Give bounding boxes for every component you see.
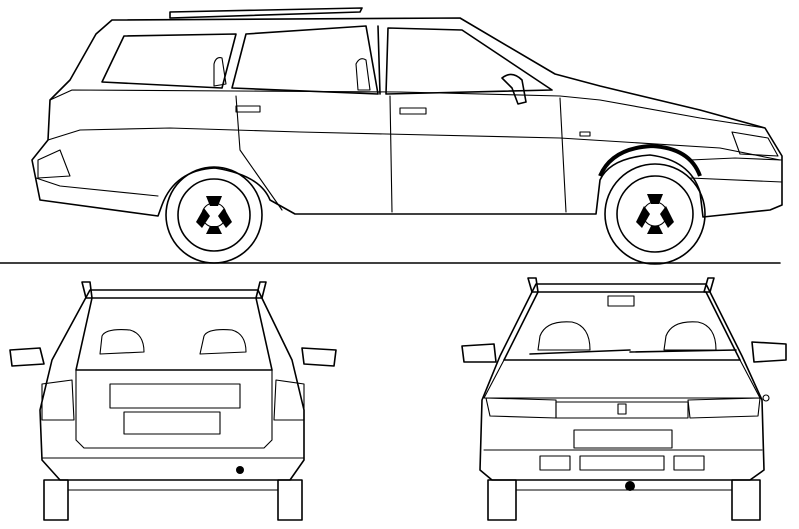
wiper-left: [529, 349, 631, 355]
rear-light-right: [273, 379, 305, 421]
rear-light: [37, 149, 71, 179]
side-repeater: [579, 131, 591, 137]
headlight: [731, 131, 779, 157]
front-body-outline: [479, 283, 765, 481]
license-plate-rear: [123, 411, 221, 435]
headlight-right: [687, 397, 761, 419]
front-wheel: [604, 163, 706, 265]
rear-wheel: [165, 166, 263, 264]
front-door-window: [385, 27, 553, 95]
fog-light-right: [673, 455, 705, 471]
front-badge: [617, 403, 627, 415]
front-door-rear-edge: [559, 97, 567, 213]
rear-door-handle: [235, 105, 261, 113]
rear-view: [9, 281, 337, 521]
rear-headrest-left: [99, 329, 145, 355]
rear-window: [75, 297, 273, 371]
side-view: [0, 7, 783, 265]
tailgate: [75, 369, 273, 449]
side-marker-right: [762, 394, 770, 402]
rear-headrest: [213, 57, 227, 87]
hood: [483, 359, 761, 399]
front-bumper-line: [689, 157, 783, 161]
front-headrest-right: [663, 321, 717, 351]
headlight-left: [485, 397, 557, 419]
rear-tire-right: [277, 479, 303, 521]
belt-line: [49, 89, 766, 129]
lower-intake: [579, 455, 665, 471]
front-view-mirror-left: [461, 343, 497, 363]
side-body-outline: [31, 17, 783, 218]
tailgate-panel: [109, 383, 241, 409]
rear-tire-left: [43, 479, 69, 521]
rear-door-front-edge: [235, 95, 283, 211]
rear-view-mirror-left: [9, 347, 45, 367]
rear-headrest-right: [199, 329, 247, 355]
roof-rail: [169, 7, 363, 19]
front-headrest-left: [537, 321, 591, 351]
grille: [555, 401, 689, 419]
rear-body-outline: [39, 289, 305, 481]
door-seam: [389, 95, 393, 213]
front-view-mirror-right: [751, 341, 787, 363]
front-bumper-lower: [689, 177, 783, 183]
b-pillar: [377, 25, 381, 95]
wiper-right: [629, 349, 737, 353]
rear-quarter-window: [101, 33, 237, 89]
fog-light-left: [539, 455, 571, 471]
exhaust-pipe: [236, 466, 244, 474]
front-headrest: [355, 58, 371, 91]
rear-door-window: [231, 25, 379, 95]
interior-mirror: [607, 295, 635, 307]
rear-light-left: [41, 379, 75, 421]
rear-bumper-line: [35, 177, 159, 197]
front-arch-trim: [598, 143, 702, 177]
front-door-handle: [399, 107, 427, 115]
rear-view-mirror-right: [301, 347, 337, 367]
front-tire-left: [487, 479, 517, 521]
side-mirror: [501, 73, 527, 105]
side-crease: [47, 127, 781, 161]
tow-hook: [625, 481, 635, 491]
front-view: [461, 277, 787, 521]
license-plate-front: [573, 429, 673, 449]
front-tire-right: [731, 479, 761, 521]
